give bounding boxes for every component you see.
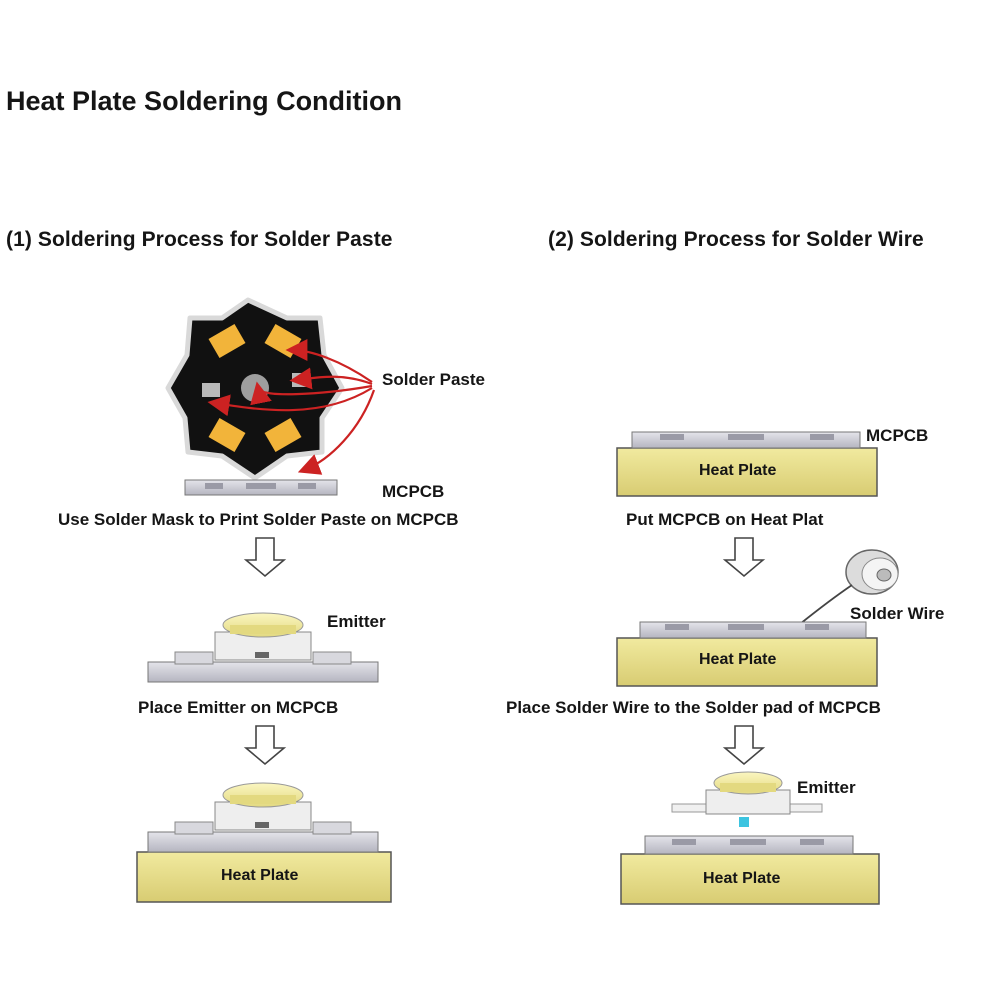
heat-plate-label-left: Heat Plate xyxy=(221,867,299,884)
solder-paste-pointer-arrows xyxy=(207,339,376,475)
small-pad xyxy=(202,383,220,397)
solder-pad xyxy=(208,323,246,359)
emitter-on-mcpcb-left xyxy=(147,612,379,683)
solder-wire-spool xyxy=(799,549,899,625)
solder-drop xyxy=(739,817,749,827)
assembly-on-heat-plate-left xyxy=(136,782,392,903)
mcpcb-with-solder-wire-on-heat-plate xyxy=(616,621,878,687)
mcpcb-on-heat-plate-right xyxy=(616,431,878,497)
caption-left-step2: Place Emitter on MCPCB xyxy=(138,698,339,717)
solder-pad xyxy=(264,417,302,453)
label-emitter-left: Emitter xyxy=(327,612,386,631)
solder-pad xyxy=(208,417,246,453)
caption-right-step2: Place Solder Wire to the Solder pad of M… xyxy=(506,698,881,717)
label-solder-paste: Solder Paste xyxy=(382,370,485,389)
label-emitter-right: Emitter xyxy=(797,778,856,797)
mcpcb-side-view-left xyxy=(184,479,338,496)
caption-right-step1: Put MCPCB on Heat Plat xyxy=(626,510,824,529)
down-arrow-icon xyxy=(722,537,766,578)
label-mcpcb-right: MCPCB xyxy=(866,426,929,445)
label-mcpcb-left: MCPCB xyxy=(382,482,445,501)
mcpcb-on-heat-plate-right-final xyxy=(620,835,880,905)
center-thermal-pad xyxy=(241,374,269,402)
section-heading-solder-wire: (2) Soldering Process for Solder Wire xyxy=(548,228,924,251)
emitter-above-mcpcb-right xyxy=(671,771,823,827)
section-heading-solder-paste: (1) Soldering Process for Solder Paste xyxy=(6,228,393,251)
label-solder-wire: Solder Wire xyxy=(850,604,945,623)
page-title: Heat Plate Soldering Condition xyxy=(6,86,403,116)
caption-left-step1: Use Solder Mask to Print Solder Paste on… xyxy=(58,510,459,529)
heat-plate-label-right-2: Heat Plate xyxy=(699,651,777,668)
star-mcpcb-board xyxy=(165,297,345,481)
down-arrow-icon xyxy=(722,725,766,766)
heat-plate-label-right-3: Heat Plate xyxy=(703,870,781,887)
down-arrow-icon xyxy=(243,537,287,578)
heat-plate-label-right-1: Heat Plate xyxy=(699,462,777,479)
down-arrow-icon xyxy=(243,725,287,766)
